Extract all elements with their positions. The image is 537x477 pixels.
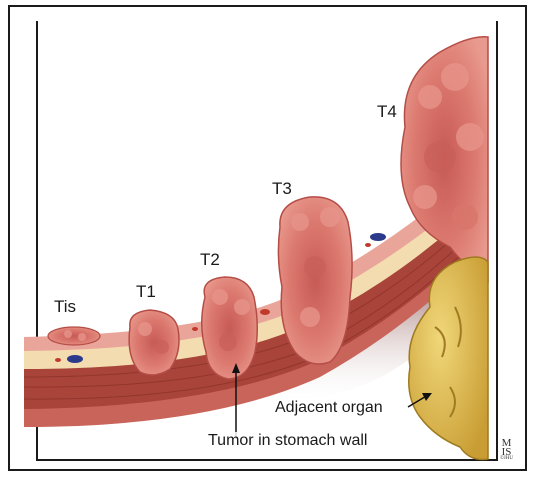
label-tis: Tis xyxy=(54,297,76,317)
tumor-in-wall-label: Tumor in stomach wall xyxy=(207,432,368,450)
stomach-wall-illustration xyxy=(10,7,527,471)
adjacent-organ-label: Adjacent organ xyxy=(274,399,384,417)
tumor-t3 xyxy=(278,197,352,364)
label-t4: T4 xyxy=(377,102,397,122)
label-t3: T3 xyxy=(272,179,292,199)
diagram-frame: Tis T1 T2 T3 T4 Adjacent organ Tumor in … xyxy=(8,5,527,471)
credit-logo: M IS ©JHU xyxy=(500,439,513,461)
tumor-t2 xyxy=(202,277,258,379)
tumor-t1 xyxy=(129,310,179,375)
tumor-tis xyxy=(48,327,100,345)
label-t2: T2 xyxy=(200,250,220,270)
label-t1: T1 xyxy=(136,282,156,302)
